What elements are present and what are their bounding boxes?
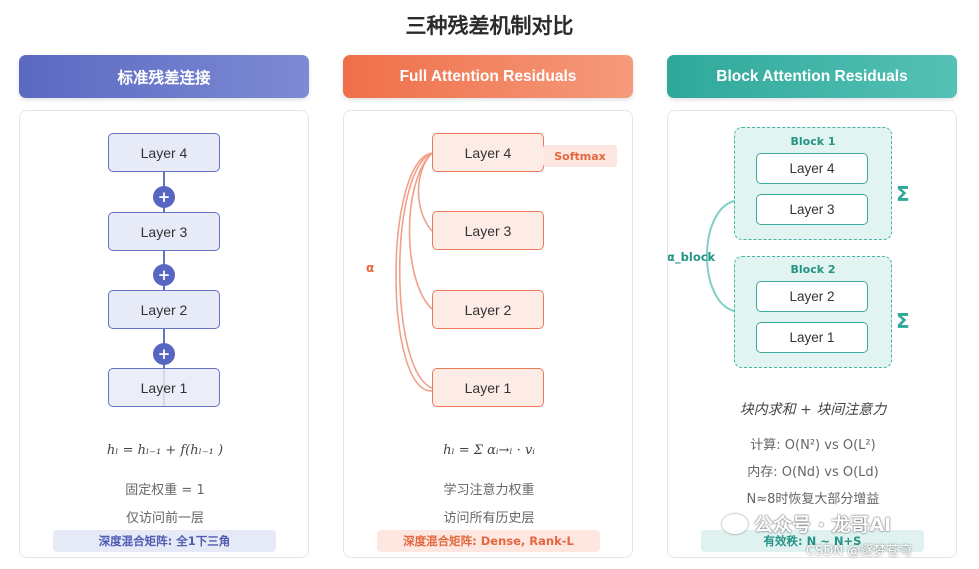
layer-1-box: Layer 1 [756, 322, 868, 353]
residual-line [163, 171, 165, 407]
layer-3-box: Layer 3 [756, 194, 868, 225]
watermark: 公众号 · 龙哥AI [722, 510, 891, 537]
alpha-block-label: α_block [667, 250, 716, 264]
layer-3-box: Layer 3 [432, 211, 544, 250]
layer-4-box: Layer 4 [432, 133, 544, 172]
layer-2-box: Layer 2 [432, 290, 544, 329]
formula-standard: hₗ = hₗ₋₁ + f(hₗ₋₁ ) [106, 443, 224, 458]
layer-3-box: Layer 3 [108, 212, 220, 251]
softmax-label: Softmax [543, 145, 617, 167]
tag-mixing-matrix: 深度混合矩阵: Dense, Rank-L [377, 530, 600, 552]
layer-2-box: Layer 2 [756, 281, 868, 312]
tag-effective-rank: 有效秩: N ~ N+S [701, 530, 924, 552]
note-learned-weights: 学习注意力权重 [443, 483, 535, 498]
sigma-icon: Σ [896, 182, 910, 206]
formula-full-attention: hₗ = Σ αᵢ→ₗ · vᵢ [443, 443, 535, 458]
layer-2-box: Layer 2 [108, 290, 220, 329]
block-2-container: Block 2 Layer 2 Layer 1 [734, 256, 892, 368]
layer-1-box: Layer 1 [432, 368, 544, 407]
page-title: 三种残差机制对比 [405, 14, 574, 38]
block-1-container: Block 1 Layer 4 Layer 3 [734, 127, 892, 240]
layer-4-box: Layer 4 [756, 153, 868, 184]
panel-full-attention: Layer 4 Softmax Layer 3 Layer 2 Layer 1 … [343, 110, 633, 558]
attention-arcs [395, 152, 433, 392]
panel-standard-residual: Layer 4 + Layer 3 + Layer 2 + Layer 1 hₗ… [19, 110, 309, 558]
header-standard-residual: 标准残差连接 [19, 55, 309, 98]
watermark-text: 公众号 · 龙哥AI [754, 514, 892, 536]
add-icon: + [153, 186, 175, 208]
note-compute: 计算: O(N²) vs O(L²) [750, 438, 876, 453]
layer-4-box: Layer 4 [108, 133, 220, 172]
note-recovery: N≈8时恢复大部分增益 [746, 492, 880, 507]
add-icon: + [153, 264, 175, 286]
note-all-layers: 访问所有历史层 [443, 511, 535, 526]
wechat-icon [722, 513, 748, 534]
note-fixed-weight: 固定权重 = 1 [125, 483, 205, 498]
sigma-icon: Σ [896, 309, 910, 333]
block-attention-arc [706, 200, 735, 312]
block-1-title: Block 1 [790, 135, 836, 148]
block-2-title: Block 2 [790, 263, 836, 276]
header-full-attention: Full Attention Residuals [343, 55, 633, 98]
layer-1-box: Layer 1 [108, 368, 220, 407]
note-previous-layer: 仅访问前一层 [125, 511, 204, 526]
panel-block-attention: Block 1 Layer 4 Layer 3 Σ Block 2 Layer … [667, 110, 957, 558]
csdn-watermark: CSDN @逐梦苍穹 [806, 544, 913, 559]
alpha-label: α [366, 261, 375, 275]
add-icon: + [153, 343, 175, 365]
block-subtitle: 块内求和 + 块间注意力 [739, 402, 887, 418]
header-block-attention: Block Attention Residuals [667, 55, 957, 98]
note-memory: 内存: O(Nd) vs O(Ld) [747, 465, 879, 480]
tag-mixing-matrix: 深度混合矩阵: 全1下三角 [53, 530, 276, 552]
